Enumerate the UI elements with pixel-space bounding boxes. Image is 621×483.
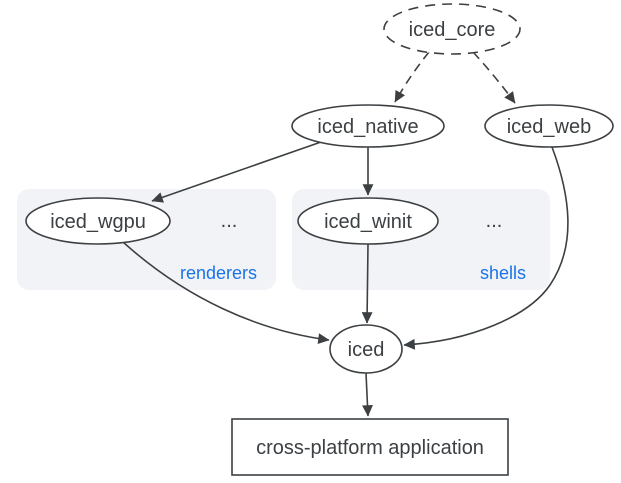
iced-core-label: iced_core (409, 19, 496, 41)
edge-iced-app (362, 372, 373, 417)
node-iced: iced (329, 324, 403, 374)
edge-iced_wgpu-iced (122, 241, 330, 345)
edge-iced_native-iced_wgpu (151, 141, 322, 203)
node-iced-native: iced_native (291, 104, 445, 148)
node-iced-core: iced_core (383, 3, 521, 55)
iced-label: iced (348, 339, 385, 361)
iced-web-ellipse (484, 104, 614, 148)
iced-wgpu-label: iced_wgpu (50, 211, 146, 233)
edge-iced_core-iced_web (472, 51, 516, 104)
iced-winit-ellipse (297, 197, 439, 245)
iced-wgpu-ellipse (25, 197, 171, 245)
iced-native-ellipse (291, 104, 445, 148)
iced-web-label: iced_web (507, 116, 592, 138)
edge-iced_web-iced (403, 146, 569, 350)
shells-ellipsis: ... (486, 210, 503, 232)
shells-group-label: shells (480, 263, 526, 283)
renderers-ellipsis: ... (221, 210, 238, 232)
node-iced-web: iced_web (484, 104, 614, 148)
renderers-group-label: renderers (180, 263, 257, 283)
app-label: cross-platform application (256, 437, 484, 459)
iced-native-label: iced_native (317, 116, 418, 138)
iced-ellipse (329, 324, 403, 374)
iced-winit-label: iced_winit (324, 211, 412, 233)
edge-iced_core-iced_native (394, 51, 430, 103)
iced-core-ellipse (383, 3, 521, 55)
node-iced-wgpu: iced_wgpu (25, 197, 171, 245)
app-rect (231, 418, 509, 476)
node-cross-platform-application: cross-platform application (231, 418, 509, 476)
node-iced-winit: iced_winit (297, 197, 439, 245)
edge-iced_winit-iced (361, 243, 373, 324)
